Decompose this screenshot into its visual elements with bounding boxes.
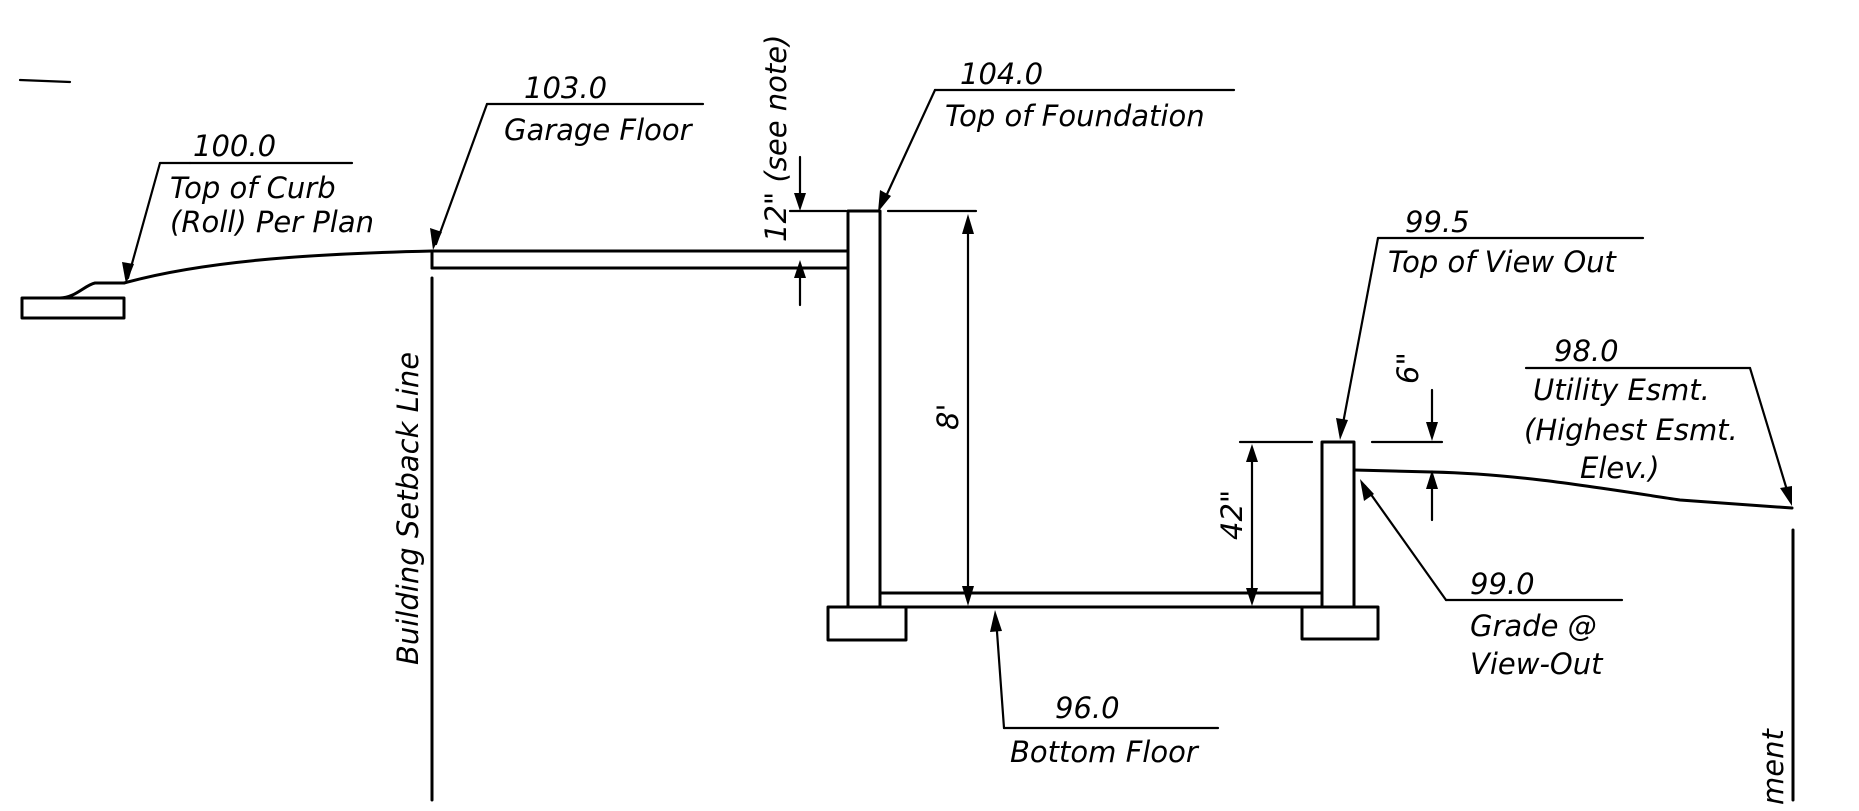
note-dimension — [788, 155, 848, 307]
curb-desc-2: (Roll) Per Plan — [170, 205, 374, 239]
garage-floor-slab — [430, 249, 850, 270]
setback-line-label: Building Setback Line — [391, 352, 425, 665]
garage-desc: Garage Floor — [504, 113, 694, 147]
foundation-desc: Top of Foundation — [945, 99, 1205, 133]
view-out-elevation: 99.5 — [1405, 205, 1470, 239]
curb-elevation: 100.0 — [193, 129, 276, 163]
bottom-floor-slab — [878, 591, 1324, 609]
utility-desc-2: (Highest Esmt. — [1524, 413, 1738, 447]
grade-elevation: 99.0 — [1470, 567, 1535, 601]
bottom-floor-desc: Bottom Floor — [1010, 735, 1200, 769]
ground-line-left — [122, 249, 434, 285]
curb — [20, 281, 126, 320]
view-out-leader — [1336, 236, 1645, 440]
garage-leader — [430, 102, 705, 250]
view-out-wall — [1300, 440, 1380, 641]
window-height-dimension — [1238, 440, 1314, 606]
foundation-wall-left — [826, 209, 908, 642]
view-out-dimension — [1370, 388, 1444, 522]
stray-mark — [18, 78, 72, 84]
garage-elevation: 103.0 — [524, 71, 607, 105]
bottom-floor-elevation: 96.0 — [1055, 691, 1120, 725]
grade-leader — [1360, 479, 1624, 602]
view-out-dim-label: 6" — [1391, 352, 1425, 384]
grade-desc-1: Grade @ — [1470, 609, 1597, 643]
utility-elevation: 98.0 — [1554, 334, 1619, 368]
foundation-elevation: 104.0 — [960, 57, 1043, 91]
wall-height-label: 8' — [931, 404, 965, 430]
easement-label-partial: ment — [1756, 728, 1790, 805]
window-height-label: 42" — [1215, 490, 1249, 540]
utility-leader — [1524, 366, 1792, 506]
curb-desc-1: Top of Curb — [170, 171, 336, 205]
wall-height-dimension — [962, 214, 974, 606]
ground-line-right — [1352, 468, 1794, 510]
curb-leader — [122, 161, 354, 284]
utility-desc-3: Elev.) — [1580, 451, 1660, 485]
grade-desc-2: View-Out — [1470, 647, 1604, 681]
utility-desc-1: Utility Esmt. — [1533, 373, 1710, 407]
view-out-desc: Top of View Out — [1388, 245, 1618, 279]
bottom-floor-leader — [990, 610, 1220, 730]
foundation-leader — [878, 88, 1236, 212]
note-dimension-label: 12" (see note) — [759, 35, 793, 242]
